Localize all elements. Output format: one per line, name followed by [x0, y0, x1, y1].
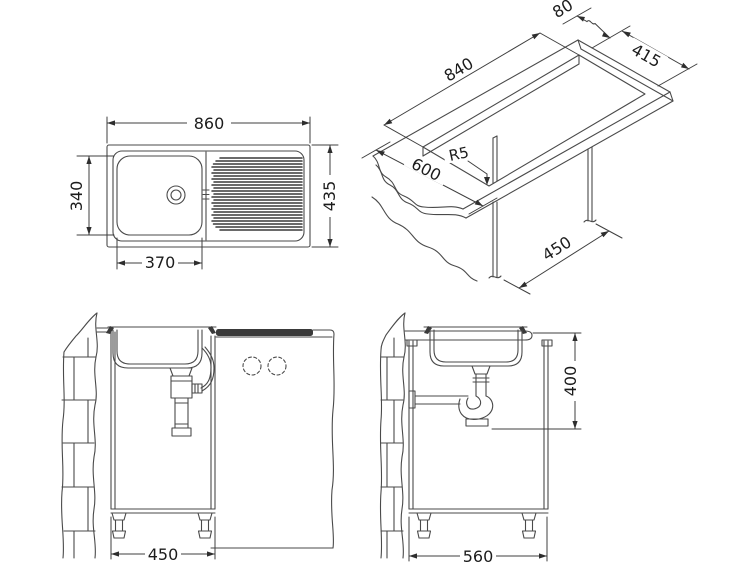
cutout-iso-view: 840 80 415: [361, 0, 698, 295]
overflow-slots: [202, 189, 210, 200]
worktop-cutout-hole: [422, 54, 646, 187]
dimension-overall-depth: 435: [311, 144, 340, 248]
worktop-side: [404, 326, 533, 341]
sink-rim: [112, 150, 305, 242]
rim-clip-left: [106, 326, 114, 334]
dimension-corner-radius: R5: [442, 143, 490, 185]
dim-drain-height: 400: [561, 366, 580, 397]
rim-clip-front: [519, 326, 527, 334]
cabinet-side-panels: [488, 135, 597, 279]
dimension-worktop-depth: 600: [361, 141, 498, 215]
sink-bowl-side: [429, 329, 523, 367]
cabinet-feet-side: [416, 512, 537, 539]
dimension-edge-distance: 80: [545, 0, 611, 39]
dim-bowl-width: 370: [145, 253, 176, 272]
dimension-cutout-length: 840: [383, 32, 580, 148]
counter-section-band: [216, 329, 313, 336]
dim-overall-width: 860: [194, 114, 225, 133]
dimension-bowl-width: 370: [116, 237, 203, 272]
sink-bowl-top: [116, 155, 203, 236]
dim-cabinet-width: 450: [148, 545, 179, 563]
tap-hole-knockout-left: [242, 356, 262, 376]
drainboard-ribs: [211, 157, 303, 231]
dim-cabinet-depth: 560: [463, 547, 494, 563]
bottle-trap: [169, 346, 215, 437]
torn-material-wavy: [371, 196, 478, 282]
p-trap: [408, 365, 494, 427]
top-view: 860 435 340: [67, 114, 340, 272]
worktop-front: [96, 326, 313, 336]
overflow-fitting: [191, 383, 203, 394]
dimension-drain-height: 400: [491, 332, 583, 430]
trap-cleanout-cap: [465, 418, 489, 427]
slab-cut-wavy-bottom: [375, 164, 467, 219]
dimension-cabinet-width-front: 450: [110, 516, 216, 563]
dim-bowl-depth: 340: [67, 181, 86, 212]
rim-clip-right: [208, 326, 216, 334]
front-section-view: 450: [61, 312, 335, 563]
dim-corner-radius: R5: [447, 143, 470, 165]
wall-drain-flange: [408, 390, 416, 409]
dimension-bowl-depth: 340: [67, 155, 115, 236]
cabinet-feet-front: [111, 512, 213, 539]
sink-outer-edge: [106, 144, 311, 248]
side-section-view: 400 560: [379, 312, 583, 563]
side-panel-front: [210, 329, 335, 549]
dim-overall-depth: 435: [320, 181, 339, 212]
sink-bowl-front: [112, 329, 203, 369]
dimension-cabinet-depth: 560: [408, 516, 548, 563]
cabinet-front: [110, 331, 216, 514]
dimension-cabinet-inner-width: 450: [503, 223, 623, 295]
brick-wall-front: [61, 312, 98, 559]
worktop-slab: [371, 39, 674, 282]
brick-wall-side: [379, 312, 406, 559]
drain-outline: [166, 185, 186, 205]
dimension-overall-width: 860: [106, 114, 311, 144]
rim-clip-back: [424, 326, 432, 334]
tap-hole-knockout-right: [267, 356, 287, 376]
drain-hole: [170, 189, 182, 201]
